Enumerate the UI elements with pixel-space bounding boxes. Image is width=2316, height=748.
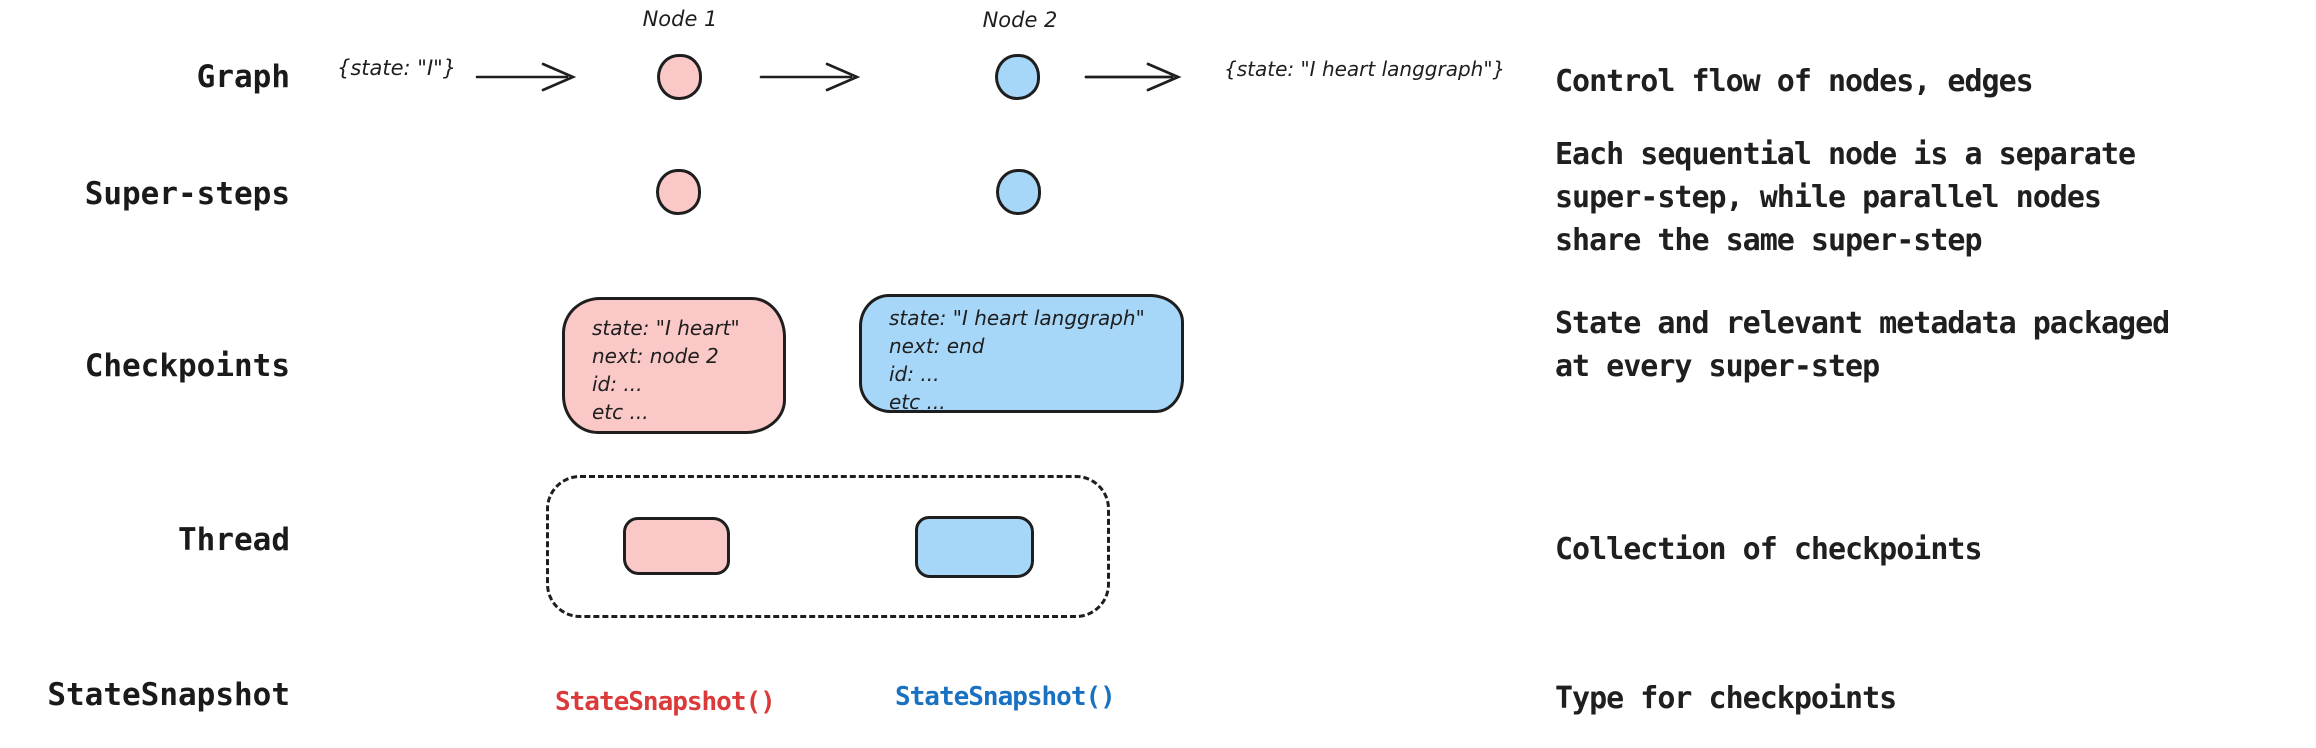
thread-checkpoint-blue [915, 516, 1034, 578]
checkpoint-line: next: end [889, 334, 985, 358]
row-label-super-steps: Super-steps [84, 176, 290, 212]
super-steps-description: Each sequential node is a separate super… [1555, 137, 2136, 258]
node1-circle [657, 54, 702, 100]
checkpoint-card-blue: state: "I heart langgraph" next: end id:… [859, 294, 1184, 414]
row-label-checkpoints: Checkpoints [84, 348, 290, 384]
node1-label: Node 1 [642, 7, 718, 31]
checkpoint-line: id: ... [592, 372, 643, 396]
arrow-right-icon [759, 62, 861, 92]
thread-checkpoint-pink [623, 517, 730, 575]
row-label-thread: Thread [178, 522, 290, 558]
checkpoint-line: state: "I heart" [592, 316, 740, 340]
row-label-state-snapshot: StateSnapshot [47, 677, 290, 713]
graph-description: Control flow of nodes, edges [1555, 64, 2034, 99]
thread-description: Collection of checkpoints [1555, 532, 1983, 567]
state-snapshot-call-blue: StateSnapshot() [895, 682, 1116, 712]
checkpoint-line: next: node 2 [592, 344, 719, 368]
graph-input-state-text: {state: "I"} [337, 56, 457, 80]
node2-circle [995, 54, 1040, 100]
state-snapshot-call-red: StateSnapshot() [555, 687, 776, 717]
arrow-right-icon [475, 62, 577, 92]
checkpoint-line: etc ... [592, 400, 649, 424]
node2-label: Node 2 [982, 8, 1058, 32]
checkpoint-line: id: ... [889, 362, 940, 386]
row-label-graph: Graph [196, 59, 290, 95]
checkpoint-line: state: "I heart langgraph" [889, 306, 1145, 330]
checkpoint-line: etc ... [889, 390, 946, 414]
checkpoint-card-pink: state: "I heart" next: node 2 id: ... et… [562, 297, 786, 434]
checkpoints-description: State and relevant metadata packaged at … [1555, 306, 2170, 384]
graph-output-state-text: {state: "I heart langgraph"} [1224, 57, 1506, 81]
super-step-circle-blue [996, 169, 1041, 215]
super-step-circle-pink [656, 169, 701, 215]
thread-dashed-container [546, 475, 1110, 618]
state-snapshot-description: Type for checkpoints [1555, 681, 1897, 716]
arrow-right-icon [1084, 62, 1182, 92]
